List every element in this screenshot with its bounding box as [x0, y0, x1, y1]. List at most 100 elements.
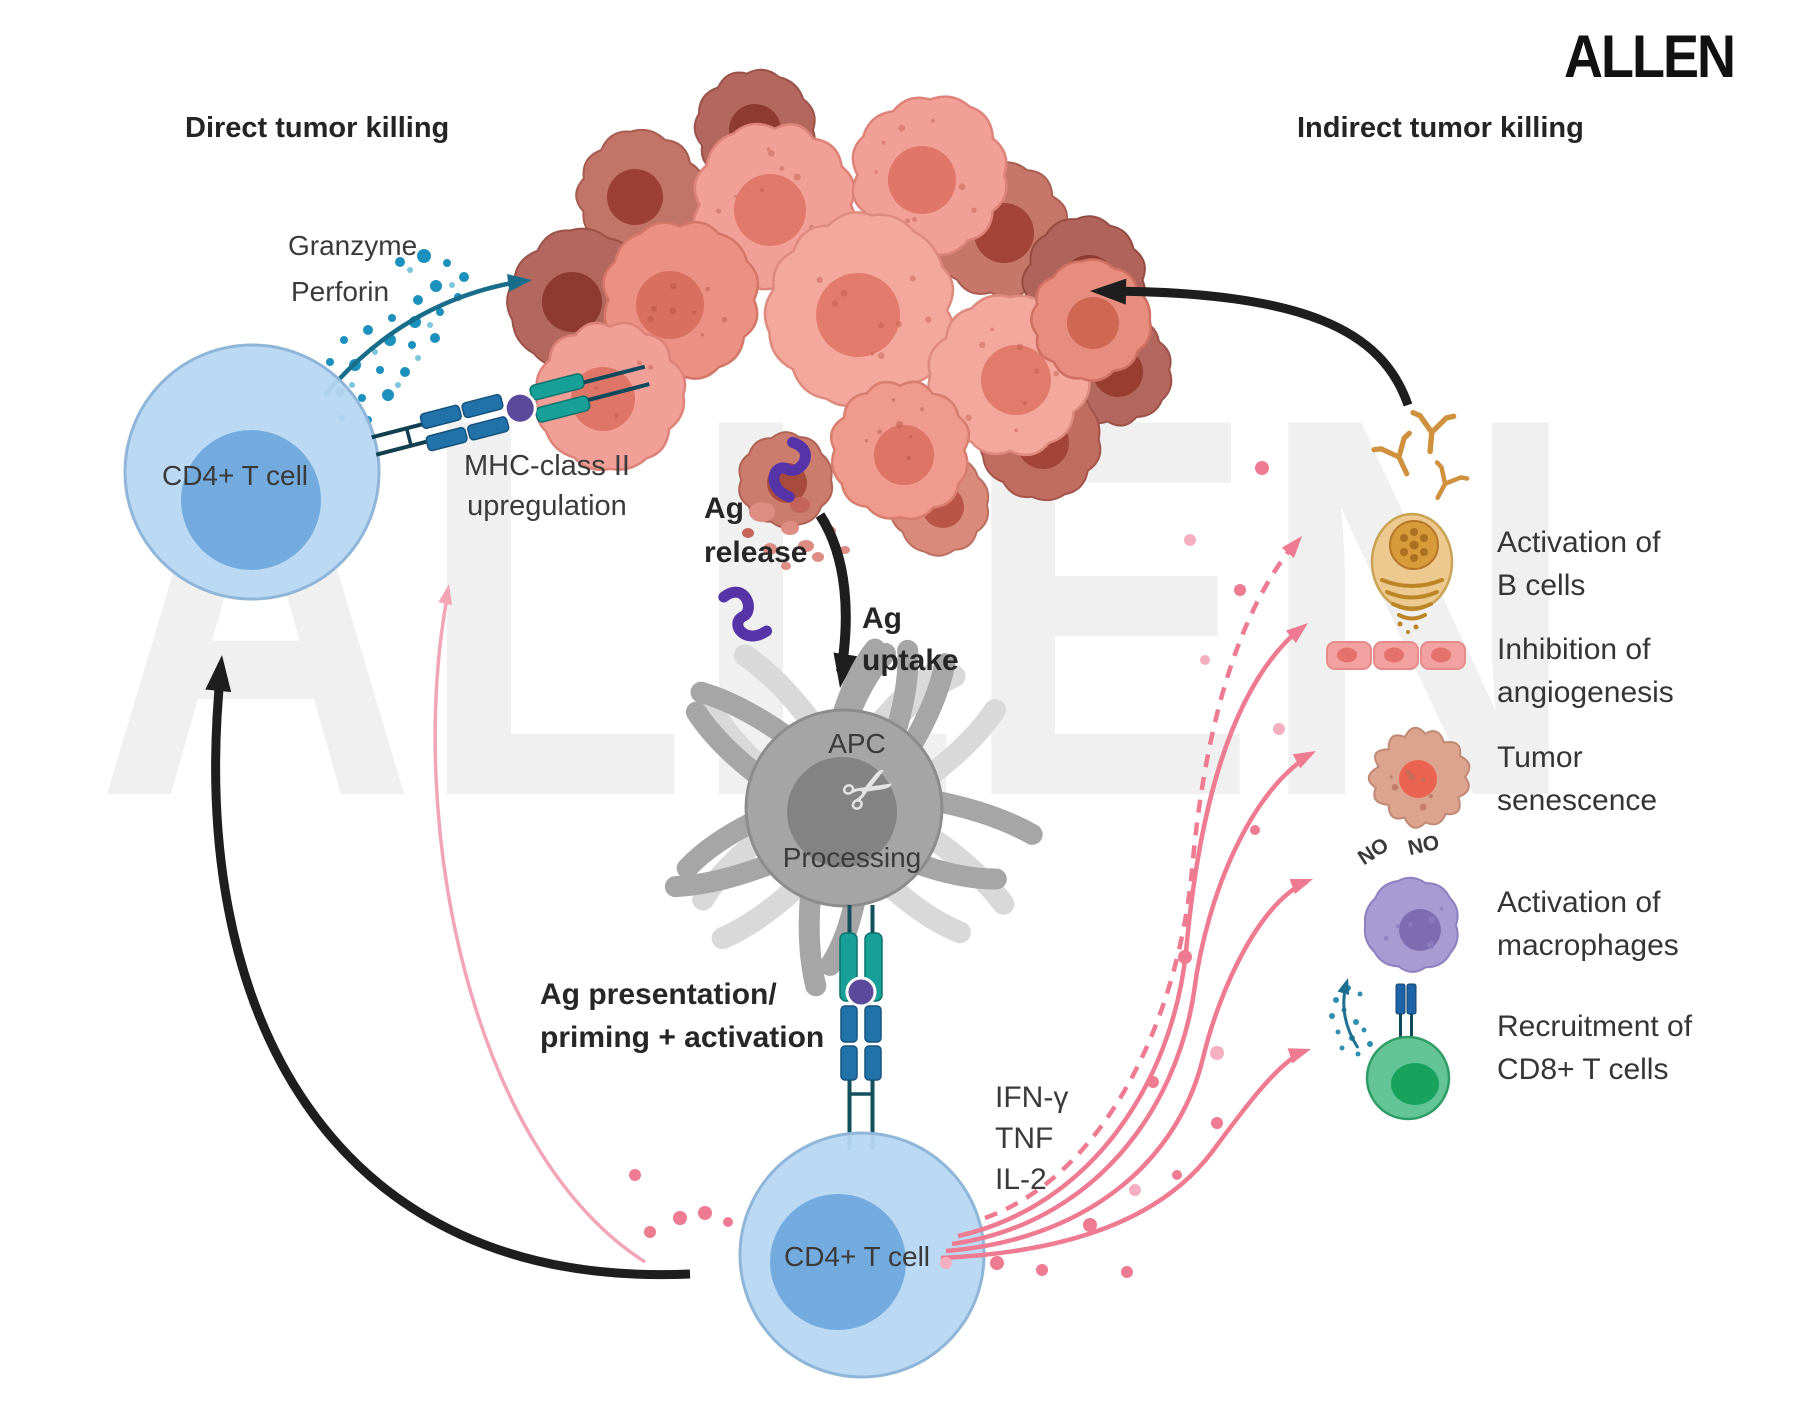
speckle: [891, 398, 896, 402]
cd4-t-cell-top-icon: [123, 343, 381, 601]
speckle: [768, 150, 775, 157]
dot: [372, 349, 378, 355]
cytokine-il2-label: IL-2: [995, 1163, 1047, 1196]
dot: [349, 382, 355, 388]
dot: [1335, 1029, 1341, 1035]
ag-uptake-label-line1: Ag: [862, 602, 902, 635]
speckle: [909, 275, 916, 282]
dot: [443, 259, 451, 267]
dot: [449, 282, 455, 288]
dot: [395, 382, 401, 388]
dot: [990, 1256, 1004, 1270]
cytokine-arrow-to-top-cd4: [433, 591, 646, 1264]
speckle: [971, 207, 977, 213]
speckle: [905, 218, 910, 224]
speckle: [1016, 343, 1024, 351]
dot: [1178, 950, 1192, 964]
cd8-t-cell-icon: [1329, 978, 1451, 1121]
speckle: [898, 124, 906, 132]
dot: [430, 280, 442, 292]
dot: [1129, 1184, 1141, 1196]
speckle: [648, 364, 654, 370]
senescent-tumor-cell-icon: [1367, 726, 1471, 829]
antigen-icon: [503, 391, 537, 425]
dot: [1355, 1051, 1361, 1057]
dot: [415, 355, 421, 361]
dot: [1121, 1266, 1133, 1278]
speckle: [831, 300, 839, 307]
feedback-arrow-right: [1104, 286, 1413, 407]
dot: [408, 341, 416, 349]
outcome-b-cells-line1: Activation of: [1497, 526, 1661, 559]
speckle: [990, 327, 994, 332]
dot: [363, 325, 373, 335]
speckle: [840, 289, 848, 297]
dot: [1353, 1019, 1359, 1025]
speckle: [1408, 921, 1413, 927]
dot: [388, 314, 396, 322]
dot: [430, 333, 440, 343]
dot: [1409, 540, 1419, 550]
dot: [1413, 624, 1419, 630]
speckle: [920, 407, 925, 412]
dot: [1036, 1264, 1048, 1276]
speckle: [864, 439, 869, 443]
dot: [1367, 1041, 1373, 1047]
cd4-t-cell-top-label: CD4+ T cell: [161, 460, 309, 491]
outcome-angiogenesis-line2: angiogenesis: [1497, 676, 1674, 709]
speckle: [670, 282, 677, 290]
dot: [1410, 554, 1418, 562]
speckle: [651, 305, 657, 312]
speckle: [692, 310, 697, 315]
dot: [1210, 1046, 1224, 1060]
speckle: [1391, 784, 1399, 791]
speckle: [1405, 769, 1411, 775]
dot: [1211, 1117, 1223, 1129]
speckle: [594, 385, 599, 390]
granzyme-label: Granzyme: [288, 230, 418, 261]
macrophage-icon: [1363, 876, 1459, 973]
ag-release-label-line2: release: [704, 536, 808, 569]
golgi-icon: [1380, 578, 1444, 621]
speckle: [895, 321, 903, 328]
endothelial-cells-icon: [1326, 641, 1466, 670]
mhc2-tcr-complex-icon: [371, 364, 650, 457]
apc-dendrite: [711, 873, 811, 950]
speckle: [715, 208, 722, 214]
dot: [1406, 630, 1410, 634]
speckle: [1033, 368, 1040, 374]
allen-logo: ALLEN: [1564, 23, 1736, 91]
speckle: [700, 333, 705, 337]
dot: [629, 1169, 641, 1181]
outcome-angiogenesis-line1: Inhibition of: [1497, 633, 1651, 666]
dot: [1397, 621, 1403, 627]
cytokine-arrowheads: [438, 536, 1316, 1064]
outcome-senescence-line2: senescence: [1497, 784, 1658, 817]
mhc-upregulation-label-line1: MHC-class II: [464, 450, 630, 482]
dot: [723, 1217, 733, 1227]
speckle: [965, 414, 972, 421]
dot: [673, 1211, 687, 1225]
mhc-upregulation-label-line2: upregulation: [467, 490, 627, 522]
speckle: [1022, 400, 1028, 406]
speckle: [816, 276, 823, 283]
speckle: [779, 166, 785, 172]
dot: [358, 394, 366, 402]
indirect-tumor-killing-heading: Indirect tumor killing: [1297, 112, 1584, 144]
apc-dendrite: [921, 789, 1043, 845]
dot: [1420, 534, 1428, 542]
perforin-label: Perforin: [291, 276, 390, 307]
speckle: [1428, 794, 1434, 799]
speckle: [908, 434, 912, 438]
speckle: [614, 412, 619, 417]
dot: [1147, 1076, 1159, 1088]
ag-release-arrow: [815, 512, 851, 673]
dot: [1357, 991, 1363, 997]
feedback-arrow-left: [211, 667, 691, 1280]
ag-release-label-line1: Ag: [704, 492, 744, 525]
dot: [382, 389, 394, 401]
cytokine-ifn-label: IFN-γ: [995, 1081, 1069, 1114]
speckle: [912, 216, 917, 222]
speckle: [878, 352, 885, 360]
